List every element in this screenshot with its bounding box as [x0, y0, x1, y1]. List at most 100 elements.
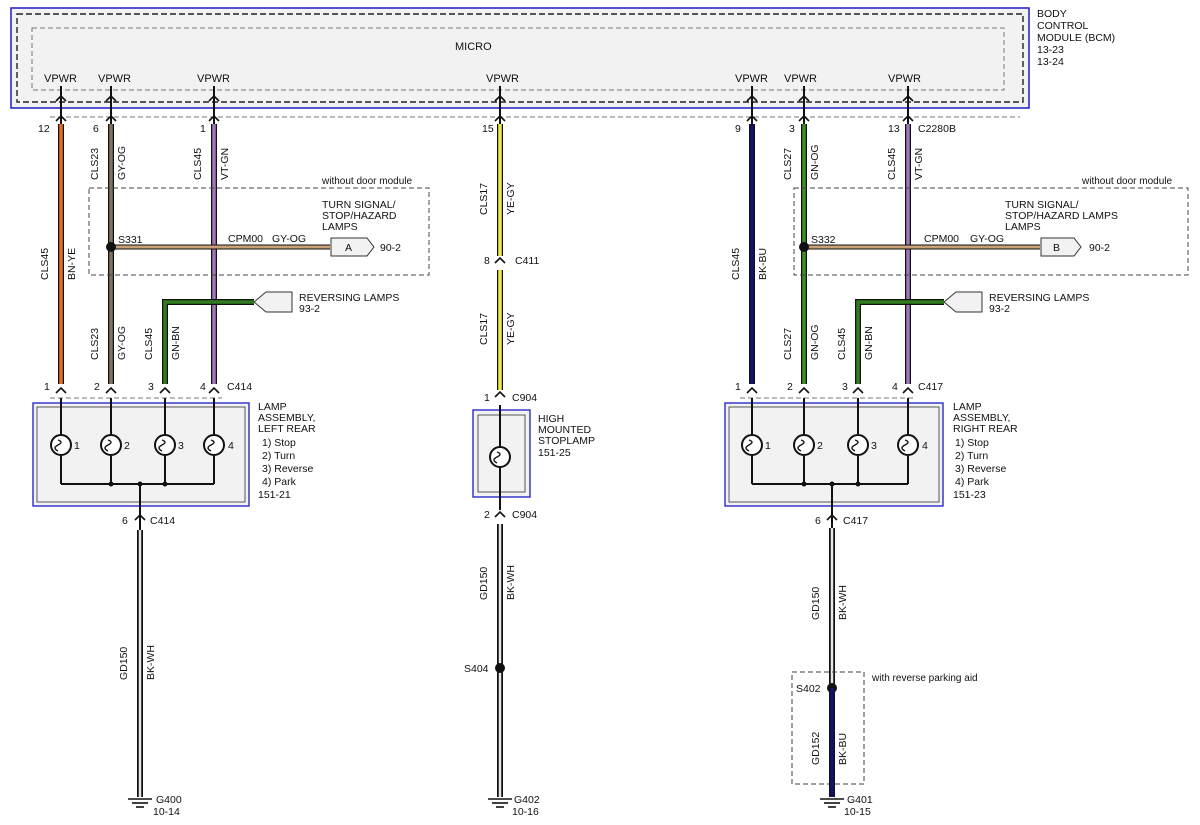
vpwr-label-5: VPWR: [735, 73, 768, 85]
circuit-gd150-center: GD150: [478, 567, 490, 600]
lamp-right-bulb-wiring: [751, 398, 909, 485]
splice-s404-label: S404: [464, 663, 489, 675]
turn-signal-left-line: LAMPS: [322, 221, 358, 233]
connector-label-c417-bottom: C417: [843, 515, 868, 527]
module-title-line: 13-23: [1037, 44, 1064, 56]
circuit-cls45-lower-gn: CLS45: [143, 328, 155, 360]
wire-color-bk-wh-right: BK-WH: [837, 585, 849, 620]
bulb-icon: [203, 434, 225, 456]
stoplamp-line: STOPLAMP: [538, 435, 595, 447]
connector-label-c414-bottom: C414: [150, 515, 175, 527]
connector-pin-chevrons: [55, 114, 914, 122]
circuit-gd152: GD152: [810, 732, 822, 765]
lamp-right-bulbs: [741, 434, 919, 456]
vpwr-label-6: VPWR: [784, 73, 817, 85]
ground-g400-page: 10-14: [153, 806, 180, 818]
lamp-right-line: RIGHT REAR: [953, 423, 1018, 435]
wire-color-gn-bn: GN-BN: [170, 326, 182, 360]
pin-number: 3: [789, 123, 795, 135]
circuit-gd150-left: GD150: [118, 647, 130, 680]
ground-symbol-g401: [820, 798, 844, 808]
circuit-cls23-lower: CLS23: [89, 328, 101, 360]
circuit-cls17-upper: CLS17: [478, 183, 490, 215]
c411-chevron: [494, 256, 506, 264]
lamp-assembly-right-inner: [728, 406, 940, 503]
stoplamp-label: HIGH MOUNTED STOPLAMP 151-25: [538, 413, 595, 459]
wire-gn-bn-right: [856, 300, 944, 384]
micro-label: MICRO: [455, 41, 492, 53]
bulb-number: 4: [922, 440, 928, 452]
circuit-gd150-right: GD150: [810, 587, 822, 620]
circuit-cpm00-left: CPM00: [228, 233, 263, 245]
turn-signal-flag-a-letter: A: [345, 242, 352, 254]
turn-signal-right-page: 90-2: [1089, 242, 1110, 254]
splice-s404-dot: [495, 663, 505, 673]
reversing-lamps-left-page: 93-2: [299, 303, 320, 315]
wire-gn-bn-left: [163, 300, 254, 384]
junction-dot: [855, 481, 861, 487]
splice-s402-label: S402: [796, 683, 821, 695]
pin-number: 1: [200, 123, 206, 135]
bulb-icon: [793, 434, 815, 456]
note-reverse-parking-aid: with reverse parking aid: [871, 673, 978, 684]
module-outer-box: [10, 7, 1030, 109]
wire-color-vt-gn-right: VT-GN: [913, 148, 925, 180]
lamp-right-line: LAMP: [953, 401, 982, 413]
wire-color-gy-og-cpm-right: GY-OG: [970, 233, 1004, 245]
bulb-icon: [847, 434, 869, 456]
connector-label-c2280b: C2280B: [918, 123, 956, 135]
module-dashed-border: [16, 13, 1024, 103]
stoplamp-line: 151-25: [538, 447, 571, 459]
wire-color-bk-wh-center: BK-WH: [505, 565, 517, 600]
circuit-cls23-upper: CLS23: [89, 148, 101, 180]
module-title-line: MODULE (BCM): [1037, 32, 1115, 44]
lamp-left-line: 1) Stop: [262, 437, 296, 449]
lamp-right-line: 3) Reverse: [955, 463, 1007, 475]
bulb-number: 2: [124, 440, 130, 452]
module-pin-stubs: [60, 86, 909, 124]
note-without-door-module-right: without door module: [1081, 176, 1172, 187]
connector-label-c417-top: C417: [918, 381, 943, 393]
reversing-lamps-left: REVERSING LAMPS: [299, 292, 399, 304]
lamp-left-line: LEFT REAR: [258, 423, 316, 435]
lamp-right-line: 151-23: [953, 489, 986, 501]
turn-signal-right-line: LAMPS: [1005, 221, 1041, 233]
ground-g402-page: 10-16: [512, 806, 539, 818]
wire-color-gn-bn-right: GN-BN: [863, 326, 875, 360]
splice-s332-dot: [799, 242, 809, 252]
pin-number: 12: [38, 123, 50, 135]
wire-color-gy-og-upper: GY-OG: [116, 146, 128, 180]
c417-pin: 3: [842, 381, 848, 393]
ground-symbol-g400: [128, 798, 152, 808]
lamp-assembly-right-label: LAMP ASSEMBLY, RIGHT REAR 1) Stop 2) Tur…: [953, 401, 1018, 501]
junction-dot: [108, 481, 114, 487]
pin-number: 15: [482, 123, 494, 135]
wire-color-bk-bu-lower: BK-BU: [837, 733, 849, 765]
circuit-cls45-right-bk: CLS45: [730, 248, 742, 280]
splice-s332-label: S332: [811, 234, 836, 246]
reversing-flag-left: [253, 291, 293, 313]
bulb-number: 1: [74, 440, 80, 452]
bulb-icon: [100, 434, 122, 456]
wire-color-ye-gy-lower: YE-GY: [505, 312, 517, 345]
module-title-line: BODY: [1037, 8, 1067, 20]
reverse-parking-aid-box: [791, 671, 865, 785]
body-control-module: MICRO VPWR VPWR VPWR VPWR VPWR VPWR VPWR…: [10, 7, 1115, 109]
connector-label-c904-top: C904: [512, 392, 537, 404]
vpwr-label-2: VPWR: [98, 73, 131, 85]
lamp-right-line: ASSEMBLY,: [953, 412, 1010, 424]
reversing-flag-right: [943, 291, 983, 313]
ground-g401-page: 10-15: [844, 806, 871, 818]
module-title-line: 13-24: [1037, 56, 1064, 68]
connector-label-c904-bottom: C904: [512, 509, 537, 521]
c417-ground-chevron: [826, 513, 838, 521]
circuit-cls27-upper: CLS27: [782, 148, 794, 180]
c417-pin-chevrons: [746, 386, 914, 394]
bulb-number: 1: [765, 440, 771, 452]
splice-s331-label: S331: [118, 234, 143, 246]
lamp-left-line: 151-21: [258, 489, 291, 501]
ground-g400-label: G400: [156, 794, 182, 806]
stoplamp-line: HIGH: [538, 413, 564, 425]
pin-number: 6: [93, 123, 99, 135]
bulb-icon: [741, 434, 763, 456]
